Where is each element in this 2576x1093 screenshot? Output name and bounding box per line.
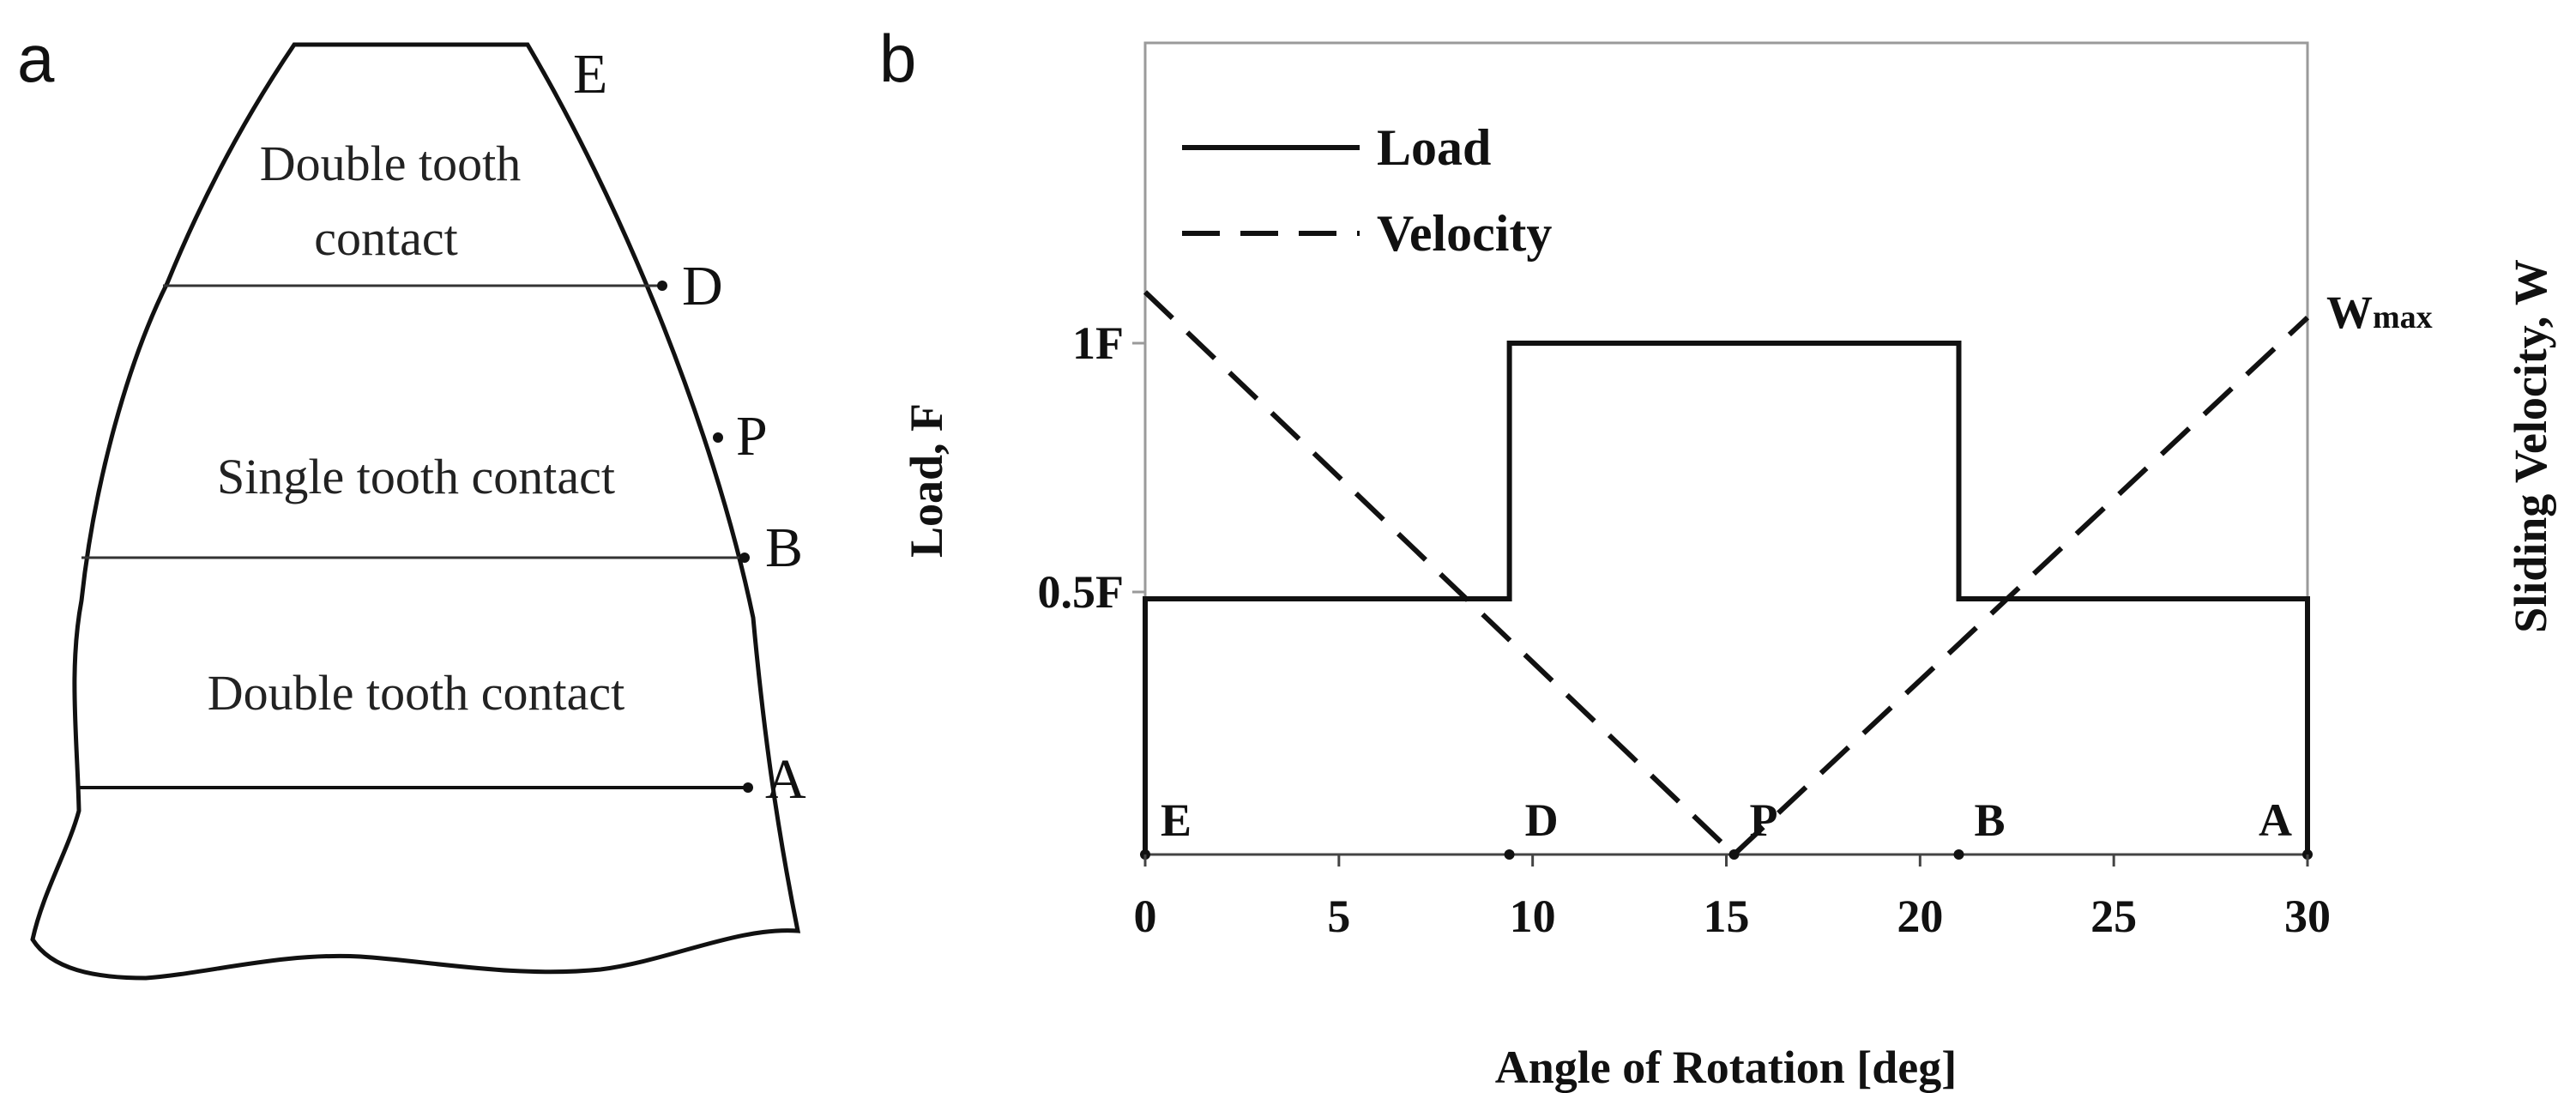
zone-top-line2: contact	[314, 210, 457, 266]
point-b-dot	[739, 553, 750, 563]
x-axis-label: Angle of Rotation [deg]	[1495, 1042, 1957, 1093]
marker-label-b: B	[1975, 794, 2006, 846]
point-d-label: D	[682, 255, 723, 317]
marker-label-d: D	[1525, 794, 1559, 846]
w-max-sub: max	[2373, 299, 2433, 335]
point-a-label: A	[765, 748, 806, 811]
y-tick-label-05f: 0.5F	[1038, 566, 1125, 618]
x-tick-label-5: 5	[1327, 891, 1350, 942]
marker-dot-b	[1953, 849, 1964, 860]
x-tick-label-15: 15	[1704, 891, 1750, 942]
legend-load-label: Load	[1377, 119, 1491, 176]
zone-top-line1: Double tooth	[260, 136, 521, 191]
x-tick-label-0: 0	[1134, 891, 1157, 942]
tooth-outline	[30, 42, 801, 981]
point-e-label: E	[573, 43, 607, 106]
marker-label-p: P	[1750, 794, 1778, 846]
point-p-label: P	[736, 405, 768, 468]
x-tick-label-10: 10	[1510, 891, 1556, 942]
load-series-line	[1143, 341, 2310, 854]
y-axis-left-label: Load, F	[901, 403, 952, 558]
w-max-label: Wmax	[2326, 287, 2433, 338]
panel-a: a Double tooth contact Single tooth cont…	[17, 21, 806, 981]
legend: Load Velocity	[1182, 119, 1552, 262]
point-a-dot	[743, 782, 753, 793]
x-tick-label-30: 30	[2284, 891, 2331, 942]
marker-label-a: A	[2259, 794, 2292, 846]
w-max-main: W	[2326, 287, 2373, 338]
marker-dot-p	[1728, 849, 1740, 860]
marker-dot-d	[1504, 849, 1515, 860]
zone-bottom-label: Double tooth contact	[208, 665, 624, 721]
plot-frame	[1143, 41, 2309, 856]
velocity-series-line	[1143, 290, 2310, 859]
point-p-dot	[713, 432, 723, 443]
zone-middle-label: Single tooth contact	[217, 449, 615, 504]
y-axis-right-label: Sliding Velocity, W	[2505, 259, 2556, 633]
y-tick-label-1f: 1F	[1072, 317, 1124, 369]
legend-velocity-label: Velocity	[1377, 205, 1552, 262]
x-tick-label-20: 20	[1897, 891, 1943, 942]
point-d-dot	[657, 281, 667, 291]
panel-b-label: b	[879, 21, 916, 96]
x-axis-ticks: 0 5 10 15 20 25 30	[1134, 854, 2331, 942]
marker-label-e: E	[1161, 794, 1191, 846]
panel-a-label: a	[17, 21, 55, 96]
point-b-label: B	[765, 516, 803, 579]
panel-b: b Load Velocity 0.5F 1F Load, F Sliding …	[879, 21, 2556, 1093]
x-tick-label-25: 25	[2090, 891, 2137, 942]
